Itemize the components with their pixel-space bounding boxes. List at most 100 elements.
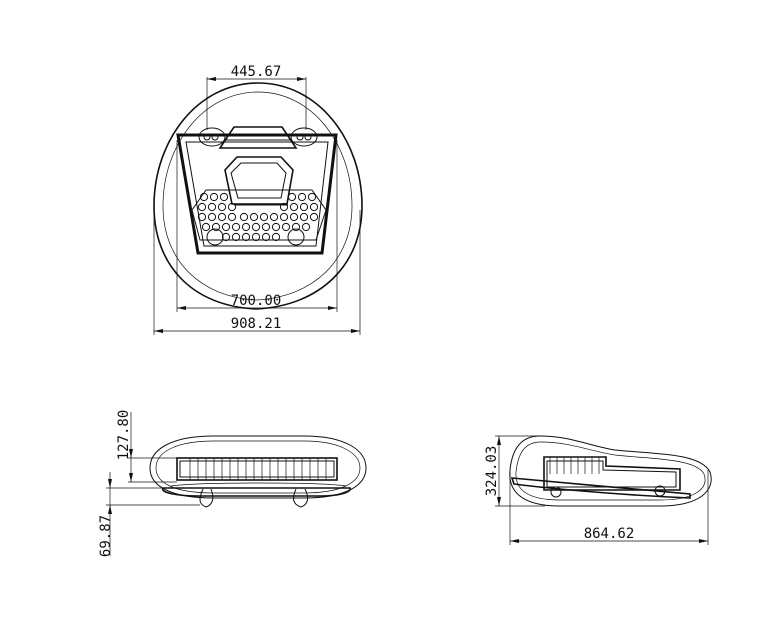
- dim-324-arrow-top: [497, 436, 501, 445]
- led-dot: [199, 192, 209, 202]
- dim-908-arrow-left: [154, 329, 163, 333]
- led-dot: [251, 222, 261, 232]
- top-view-housing-inner: [185, 141, 329, 247]
- led-dot: [299, 212, 309, 222]
- led-dot: [271, 222, 281, 232]
- side-view: 324.03 864.62: [484, 435, 712, 545]
- led-dot: [231, 222, 241, 232]
- front-view: 127.80 69.87: [98, 410, 367, 557]
- front-view-base: [162, 487, 351, 497]
- led-dot: [291, 222, 301, 232]
- side-view-base: [510, 477, 691, 499]
- led-dot: [251, 232, 261, 242]
- led-dot: [221, 222, 231, 232]
- dim-700-label: 700.00: [231, 293, 282, 309]
- front-view-curve: [170, 482, 347, 487]
- top-view-lower-left-ring: [206, 228, 224, 246]
- top-view-lower-right-ring: [287, 228, 305, 246]
- led-dot: [227, 212, 237, 222]
- dim-445-arrow-right: [297, 77, 306, 81]
- top-view-mount-right-hole-b: [304, 133, 312, 141]
- led-dot: [217, 202, 227, 212]
- led-dot: [217, 212, 227, 222]
- dim-700-arrow-right: [328, 306, 337, 310]
- top-view-led-grid: [197, 192, 319, 242]
- front-view-foot-right: [292, 488, 309, 508]
- dim-908-label: 908.21: [231, 316, 282, 332]
- led-dot: [307, 192, 317, 202]
- side-view-outer-hull: [509, 435, 712, 507]
- top-view-inner-hull: [162, 91, 353, 301]
- led-dot: [227, 202, 237, 212]
- dim-864-arrow-left: [510, 539, 519, 543]
- led-dot: [279, 202, 289, 212]
- dim-700-arrow-left: [177, 306, 186, 310]
- led-dot: [299, 202, 309, 212]
- side-view-inner-hull: [515, 441, 706, 501]
- dim-69-arrow-bottom: [108, 505, 112, 514]
- dim-445-arrow-left: [207, 77, 216, 81]
- dim-69-label: 69.87: [98, 515, 114, 557]
- top-view-center-octagon-outer: [224, 156, 294, 205]
- led-dot: [211, 222, 221, 232]
- front-view-inner-hull: [155, 440, 361, 494]
- top-view-mount-left-hole-b: [211, 133, 219, 141]
- led-dot: [231, 232, 241, 242]
- dim-445-label: 445.67: [231, 64, 282, 80]
- front-view-foot-left: [199, 488, 214, 508]
- led-dot: [249, 212, 259, 222]
- dim-324-arrow-bottom: [497, 497, 501, 506]
- top-view-housing-outer: [176, 133, 338, 255]
- dim-127-arrow-top: [129, 449, 133, 458]
- led-dot: [201, 222, 211, 232]
- led-dot: [261, 222, 271, 232]
- front-view-housing-inner: [179, 460, 335, 478]
- led-dot: [289, 212, 299, 222]
- led-dot: [209, 192, 219, 202]
- led-dot: [221, 232, 231, 242]
- top-view: 445.67 700.00 908.21: [153, 64, 363, 335]
- side-view-housing: [543, 456, 681, 491]
- led-dot: [279, 212, 289, 222]
- led-dot: [239, 212, 249, 222]
- led-dot: [301, 222, 311, 232]
- dim-908-arrow-right: [351, 329, 360, 333]
- top-view-center-octagon-inner: [230, 162, 287, 199]
- dim-127-label: 127.80: [116, 410, 132, 461]
- led-dot: [309, 212, 319, 222]
- led-dot: [207, 212, 217, 222]
- front-view-ribs: [189, 458, 327, 480]
- led-dot: [197, 202, 207, 212]
- top-view-mount-left-hole-a: [203, 133, 211, 141]
- led-dot: [281, 222, 291, 232]
- led-dot: [287, 192, 297, 202]
- side-view-foot-front: [550, 486, 562, 498]
- led-dot: [289, 202, 299, 212]
- top-view-led-panel: [191, 189, 327, 241]
- led-dot: [309, 202, 319, 212]
- front-view-outer-hull: [149, 435, 367, 499]
- top-view-mount-left: [198, 127, 226, 147]
- led-dot: [261, 232, 271, 242]
- top-view-mount-right-hole-a: [296, 133, 304, 141]
- top-view-outer-hull: [153, 82, 363, 310]
- dim-324-label: 324.03: [484, 446, 500, 497]
- led-dot: [197, 212, 207, 222]
- side-view-ribs: [549, 457, 600, 474]
- led-dot: [207, 202, 217, 212]
- dim-69-arrow-top: [108, 479, 112, 488]
- dim-127-arrow-bottom: [129, 473, 133, 482]
- dim-864-label: 864.62: [584, 526, 635, 542]
- led-dot: [241, 222, 251, 232]
- side-view-foot-rear: [654, 485, 666, 497]
- top-view-mount-right: [290, 127, 318, 147]
- front-view-housing: [176, 457, 338, 481]
- led-dot: [259, 212, 269, 222]
- dim-864-arrow-right: [699, 539, 708, 543]
- led-dot: [241, 232, 251, 242]
- led-dot: [297, 192, 307, 202]
- top-view-handle: [218, 126, 298, 149]
- led-dot: [269, 212, 279, 222]
- led-dot: [271, 232, 281, 242]
